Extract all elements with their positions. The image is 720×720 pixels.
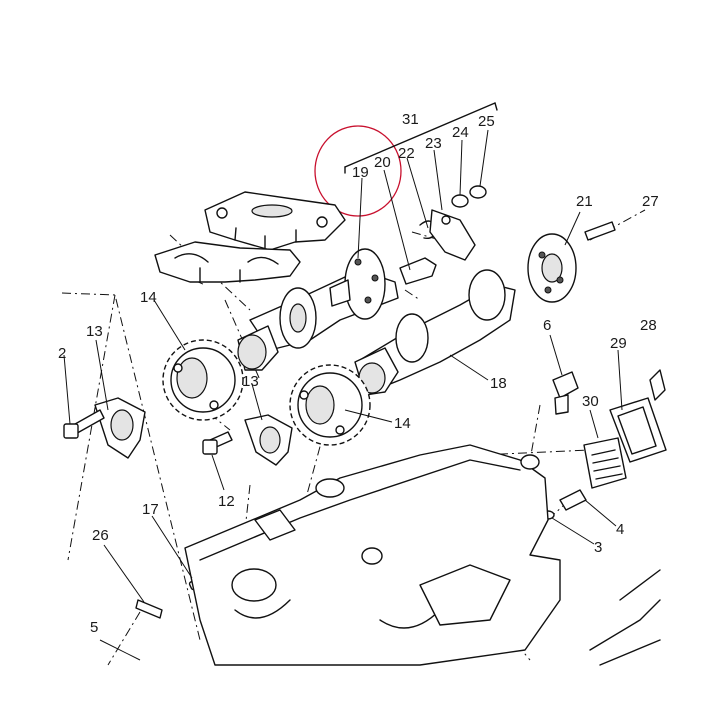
callout-13-left: 13: [86, 323, 103, 340]
cylinder-head: [184, 444, 561, 666]
stud-6: [552, 371, 579, 415]
callout-25: 25: [478, 113, 495, 130]
camshaft-lower: [354, 269, 516, 396]
housing-right-edge: [589, 569, 661, 666]
callout-14-left: 14: [140, 289, 157, 306]
leader-lines: [63, 129, 623, 661]
cover-28: [649, 369, 666, 401]
callout-13-right: 13: [242, 373, 259, 390]
highlight-circle: [314, 125, 402, 217]
flange-right: [244, 414, 293, 466]
callout-6: 6: [543, 317, 551, 334]
callout-23: 23: [425, 135, 442, 152]
gear-right: [289, 364, 371, 446]
callout-2: 2: [58, 345, 66, 362]
gear-left: [162, 339, 244, 421]
flange-left: [94, 397, 146, 459]
callout-26: 26: [92, 527, 109, 544]
callout-22: 22: [398, 145, 415, 162]
bolt-27: [584, 221, 616, 241]
callout-18: 18: [490, 375, 507, 392]
callout-5: 5: [90, 619, 98, 636]
callout-labels: 31 25 24 23 22 20 19 21 27 14 13 2 6 28 …: [58, 111, 659, 636]
callout-21: 21: [576, 193, 593, 210]
washer-24: [451, 194, 469, 208]
callout-31: 31: [402, 111, 419, 128]
callout-12: 12: [218, 493, 235, 510]
stud-26: [135, 599, 163, 619]
pulley-21: [527, 233, 577, 303]
callout-14-right: 14: [394, 415, 411, 432]
filter-30: [583, 437, 627, 489]
callout-4: 4: [616, 521, 624, 538]
tone-wheel-23: [429, 209, 476, 261]
callout-28: 28: [640, 317, 657, 334]
callout-20: 20: [374, 154, 391, 171]
plug-4: [559, 489, 587, 511]
camshaft-cap-lower: [154, 241, 301, 283]
sensor-20: [399, 257, 437, 285]
bolt-2: [63, 409, 105, 439]
callout-19: 19: [352, 164, 369, 181]
callout-3: 3: [594, 539, 602, 556]
callout-30: 30: [582, 393, 599, 410]
callout-31-bracket: [344, 102, 496, 168]
callout-27: 27: [642, 193, 659, 210]
nut-25: [469, 185, 487, 199]
callout-17: 17: [142, 501, 159, 518]
callout-24: 24: [452, 124, 469, 141]
camshaft-cap-upper: [204, 191, 346, 251]
bolt-12: [202, 431, 233, 455]
callout-29: 29: [610, 335, 627, 352]
camshaft-upper: [237, 248, 399, 371]
gasket-29: [609, 397, 667, 463]
